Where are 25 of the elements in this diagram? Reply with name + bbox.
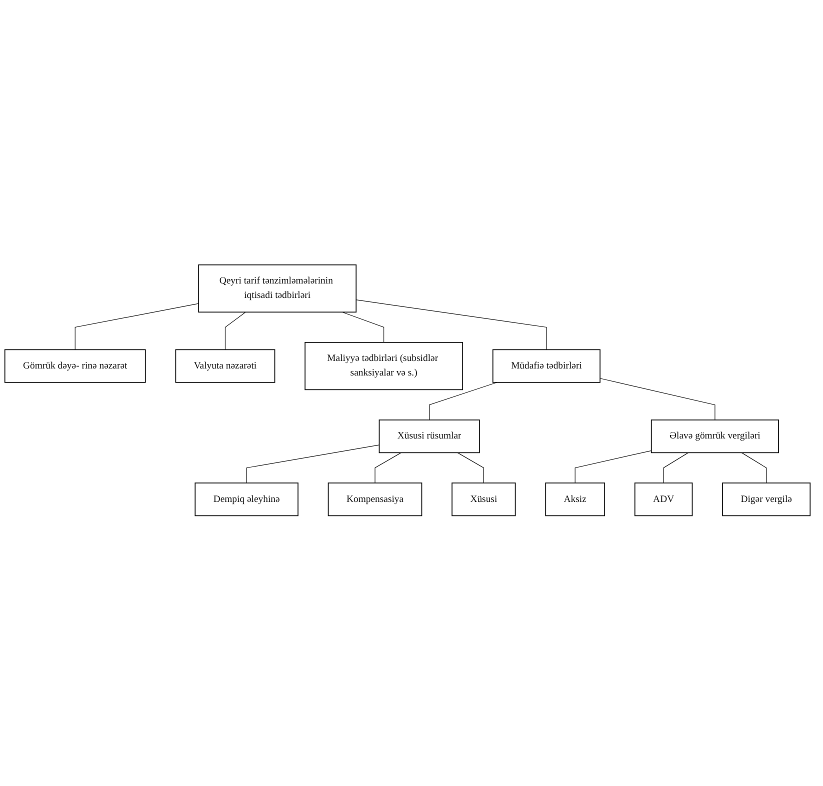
connector	[663, 452, 689, 483]
connector	[574, 450, 652, 483]
node-box: Əlavə gömrük vergiləri	[650, 419, 779, 453]
node-box: Digər vergilə	[722, 482, 811, 516]
connector	[74, 303, 199, 350]
node-box: Valyuta nəzarəti	[175, 348, 276, 383]
connector	[741, 452, 767, 483]
node-box: Xüsusi	[452, 482, 516, 516]
node-box: Dempiq əleyhinə	[194, 482, 298, 516]
connector	[246, 444, 380, 483]
connector	[224, 312, 246, 350]
connector	[342, 312, 384, 342]
node-box: Kompensasiya	[328, 482, 422, 516]
node-box: ADV	[634, 482, 693, 516]
node-box: Maliyyə tədbirləri (subsidlər sanksiyalar və s.)	[304, 342, 464, 390]
node-box: Aksiz	[545, 482, 606, 516]
node-box: Xüsusi rüsumlar	[378, 419, 480, 453]
node-box: Gömrük dəyə- rinə nəzarət	[4, 348, 146, 383]
node-box: Qeyri tarif tənzimləmələrinin iqtisadi tədbirləri	[198, 264, 357, 312]
connector	[429, 382, 498, 420]
node-box: Müdafiə tədbirləri	[492, 348, 600, 383]
connector	[374, 452, 402, 483]
connector	[356, 299, 547, 350]
connector	[600, 378, 716, 420]
connector	[457, 452, 484, 483]
